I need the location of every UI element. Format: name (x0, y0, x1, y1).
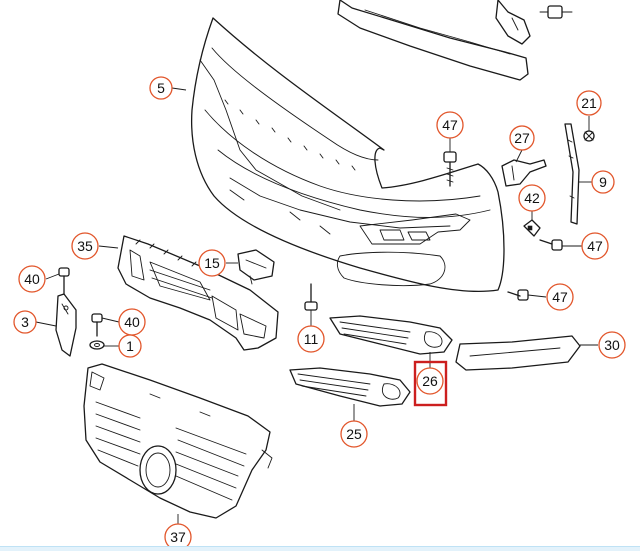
callout-21-label: 21 (581, 95, 597, 111)
callout-47-lower-label: 47 (552, 289, 568, 305)
bolt-47-right (539, 239, 563, 251)
upper-carrier-bracket (337, 0, 531, 81)
side-guide-strip (564, 123, 580, 225)
callout-11-label: 11 (304, 331, 319, 347)
callout-3-label: 3 (21, 314, 29, 330)
callout-25[interactable]: 25 (340, 420, 368, 448)
bracket-3 (55, 293, 77, 357)
callout-27[interactable]: 27 (509, 125, 535, 151)
callout-21[interactable]: 21 (576, 90, 602, 116)
bolt-11 (304, 283, 318, 311)
callout-47-right[interactable]: 47 (581, 232, 609, 260)
callout-42[interactable]: 42 (518, 184, 546, 212)
grille-insert-26 (329, 315, 453, 355)
callout-47-right-label: 47 (587, 238, 603, 254)
callout-5[interactable]: 5 (149, 76, 173, 100)
callout-1[interactable]: 1 (118, 334, 142, 358)
callout-35[interactable]: 35 (71, 232, 99, 260)
bolt-47-center (443, 151, 457, 187)
callout-26-label: 26 (422, 373, 438, 389)
front-grille (83, 363, 273, 519)
callout-25-label: 25 (346, 426, 362, 442)
callout-11[interactable]: 11 (297, 325, 325, 353)
callout-26[interactable]: 26 (416, 367, 444, 395)
callout-40-right[interactable]: 40 (118, 308, 146, 336)
bumper-cover (190, 17, 505, 293)
callout-5-label: 5 (157, 80, 165, 96)
washer-1 (89, 340, 105, 350)
callout-47-center[interactable]: 47 (436, 111, 464, 139)
callout-47-center-label: 47 (442, 117, 458, 133)
bolt-40-left (58, 267, 70, 295)
bolt-top-right (539, 5, 573, 19)
callout-30-label: 30 (604, 337, 620, 353)
bolt-47-lower (507, 289, 529, 301)
bolt-40-right (91, 313, 103, 337)
callout-27-label: 27 (514, 130, 530, 146)
callout-37-label: 37 (170, 529, 186, 545)
callout-3[interactable]: 3 (13, 310, 37, 334)
clip-27 (501, 159, 547, 187)
callout-47-lower[interactable]: 47 (546, 283, 574, 311)
callout-40-right-label: 40 (124, 314, 140, 330)
trim-strip-30 (455, 335, 581, 371)
callout-30[interactable]: 30 (598, 331, 626, 359)
bracket-15 (237, 249, 275, 285)
footer-bar (0, 546, 640, 551)
leader-lines (35, 87, 598, 524)
callout-15[interactable]: 15 (198, 249, 226, 277)
clip-42 (523, 219, 541, 237)
callout-40-left[interactable]: 40 (18, 265, 46, 293)
callout-40-left-label: 40 (24, 271, 40, 287)
callout-15-label: 15 (204, 255, 220, 271)
grille-insert-25 (289, 367, 411, 407)
callout-35-label: 35 (77, 238, 93, 254)
callout-9[interactable]: 9 (591, 170, 615, 194)
grille-frame (117, 235, 279, 351)
highlight-box-26 (413, 360, 448, 407)
callout-1-label: 1 (126, 338, 134, 354)
clip-21 (583, 130, 595, 142)
callout-9-label: 9 (599, 174, 607, 190)
callout-42-label: 42 (524, 190, 540, 206)
